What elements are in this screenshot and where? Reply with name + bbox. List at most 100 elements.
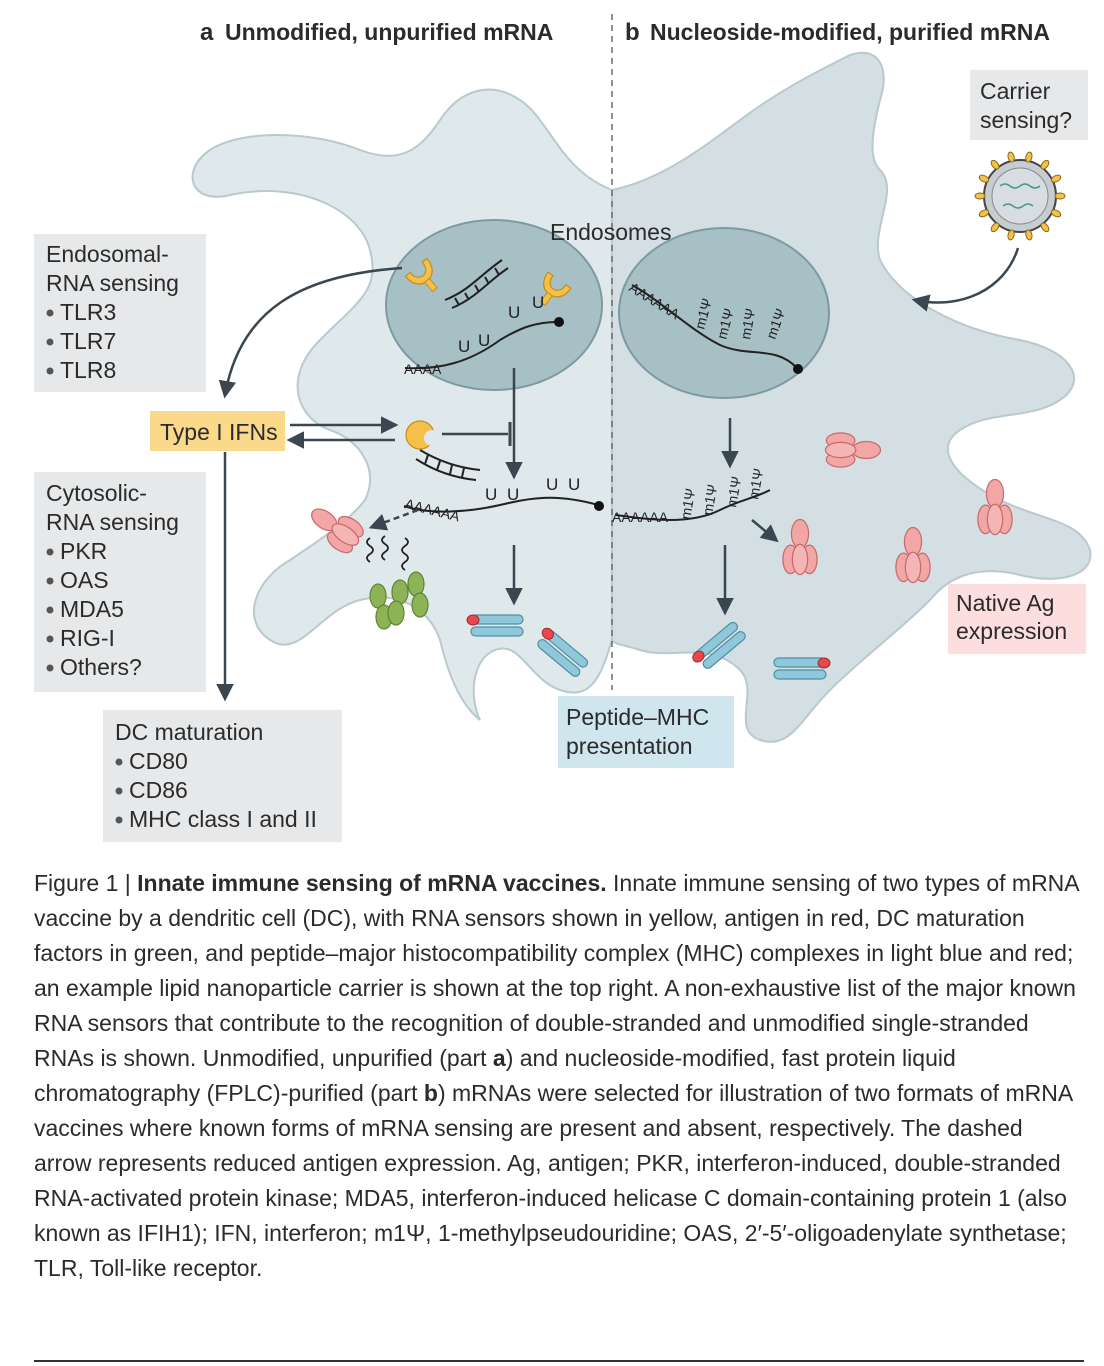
cap-cytosol-a — [594, 501, 604, 511]
caption-text-3: ) mRNAs were selected for illustration o… — [34, 1080, 1072, 1281]
caption-text-2: ) and nucleoside-modified, fast protein … — [34, 1045, 956, 1106]
carrier-label-2: sensing? — [980, 107, 1072, 133]
u-label-6: U — [507, 485, 519, 504]
list-item: Others? — [60, 654, 142, 680]
list-item: TLR8 — [60, 357, 116, 383]
list-item: PKR — [60, 538, 107, 564]
cell-membrane-b — [611, 51, 1092, 743]
lnp-spike — [990, 159, 1000, 170]
lnp-spikes — [974, 151, 1066, 241]
bullet-dot — [46, 367, 54, 375]
bullet-dot — [46, 309, 54, 317]
peptide-mhc-label-2: presentation — [566, 733, 693, 759]
panel-b-letter: b — [625, 19, 640, 46]
figure-caption: Figure 1 | Innate immune sensing of mRNA… — [34, 866, 1084, 1286]
type1-ifns-label: Type I IFNs — [160, 419, 278, 445]
native-ag-label-2: expression — [956, 618, 1067, 644]
m1psi-label-3: m1Ψ — [737, 307, 758, 340]
cap-endosome-b — [793, 364, 803, 374]
endosomal-title-1: Endosomal- — [46, 241, 169, 267]
maturation-factors — [366, 535, 429, 630]
lnp-spike — [1025, 229, 1033, 241]
peptide-mhc-label-1: Peptide–MHC — [566, 704, 709, 730]
panel-a-letter: a — [200, 19, 214, 46]
polya-cytosol-b: AAAAAA — [612, 509, 669, 525]
ssrna-endosome-a — [404, 321, 559, 370]
lnp-spike — [990, 222, 1000, 233]
endosomes-label: Endosomes — [550, 219, 671, 245]
lnp-spike — [1040, 222, 1050, 233]
u-label-3: U — [508, 303, 520, 322]
peptide-mhc-box: Peptide–MHC presentation — [558, 696, 734, 768]
lipid-nanoparticle-icon — [983, 159, 1057, 233]
caption-text-1: Innate immune sensing of two types of mR… — [34, 870, 1079, 1071]
caption-part-a: a — [492, 1045, 506, 1071]
endosomal-title-2: RNA sensing — [46, 270, 179, 296]
arrow-carrier — [911, 247, 1020, 312]
cytosolic-title-2: RNA sensing — [46, 509, 179, 535]
list-item: OAS — [60, 567, 109, 593]
native-ag-label-1: Native Ag — [956, 590, 1054, 616]
bullet-dot — [115, 816, 123, 824]
list-item: RIG-I — [60, 625, 115, 651]
bullet-dot — [46, 664, 54, 672]
lnp-spike — [1007, 151, 1015, 163]
list-item: MDA5 — [60, 596, 124, 622]
u-label-1: U — [458, 337, 470, 356]
bullet-dot — [46, 606, 54, 614]
caption-part-b: b — [423, 1080, 438, 1106]
lnp-spike — [1050, 209, 1062, 218]
m1psi-label-5: m1Ψ — [677, 487, 698, 520]
caption-prefix: Figure 1 | — [34, 870, 138, 896]
list-item: TLR7 — [60, 328, 116, 354]
lnp-spike — [974, 192, 986, 200]
u-label-5: U — [485, 485, 497, 504]
bullet-dot — [46, 338, 54, 346]
ssrna-endosome-b — [631, 284, 798, 369]
bullet-dot — [46, 577, 54, 585]
antigen-membrane-2 — [977, 478, 1013, 536]
lnp-spike — [1054, 192, 1066, 200]
cytosolic-sensor — [405, 420, 440, 450]
u-label-2: U — [478, 331, 490, 350]
carrier-sensing-box: Carrier sensing? — [970, 70, 1088, 140]
m1psi-label-6: m1Ψ — [699, 483, 720, 516]
u-label-7: U — [546, 475, 558, 494]
caption-title: Innate immune sensing of mRNA vaccines. — [137, 870, 607, 896]
arrow-to-antigen-b — [751, 519, 779, 543]
bullet-dot — [46, 635, 54, 643]
m1psi-label-7: m1Ψ — [723, 475, 744, 508]
list-item: TLR3 — [60, 299, 116, 325]
m1psi-label-1: m1Ψ — [691, 297, 715, 331]
dc-title: DC maturation — [115, 719, 263, 745]
bottom-rule — [34, 1360, 1084, 1362]
ssrna-cytosol-b — [615, 489, 771, 521]
list-item: CD80 — [129, 748, 188, 774]
cell-membrane-a — [191, 88, 613, 721]
native-ag-box: Native Ag expression — [948, 584, 1086, 654]
lnp-spike — [978, 209, 990, 218]
u-label-4: U — [532, 293, 544, 312]
arrow-tlr-to-ifn — [218, 266, 403, 399]
cytosolic-rna-sensing-box: Cytosolic- RNA sensing PKROASMDA5RIG-IOt… — [34, 472, 206, 692]
bullet-dot — [115, 787, 123, 795]
dsrna-cytosol — [415, 449, 481, 481]
lnp-spike — [1050, 174, 1062, 183]
u-label-8: U — [568, 475, 580, 494]
lnp-spike — [1040, 159, 1050, 170]
polya-endosome-a: AAAA — [404, 361, 442, 377]
panel-a-title: Unmodified, unpurified mRNA — [225, 19, 553, 45]
diagram-figure: a Unmodified, unpurified mRNA b Nucleosi… — [34, 14, 1092, 842]
cap-endosome-a — [554, 317, 564, 327]
type1-ifns-box: Type I IFNs — [150, 411, 285, 451]
dsrna-endosome — [444, 259, 509, 309]
bullet-dot — [46, 548, 54, 556]
lnp-spike — [1025, 151, 1033, 163]
endosome-a — [385, 219, 603, 391]
m1psi-label-8: m1Ψ — [745, 467, 766, 500]
list-item: MHC class I and II — [129, 806, 317, 832]
m1psi-label-2: m1Ψ — [713, 307, 737, 341]
